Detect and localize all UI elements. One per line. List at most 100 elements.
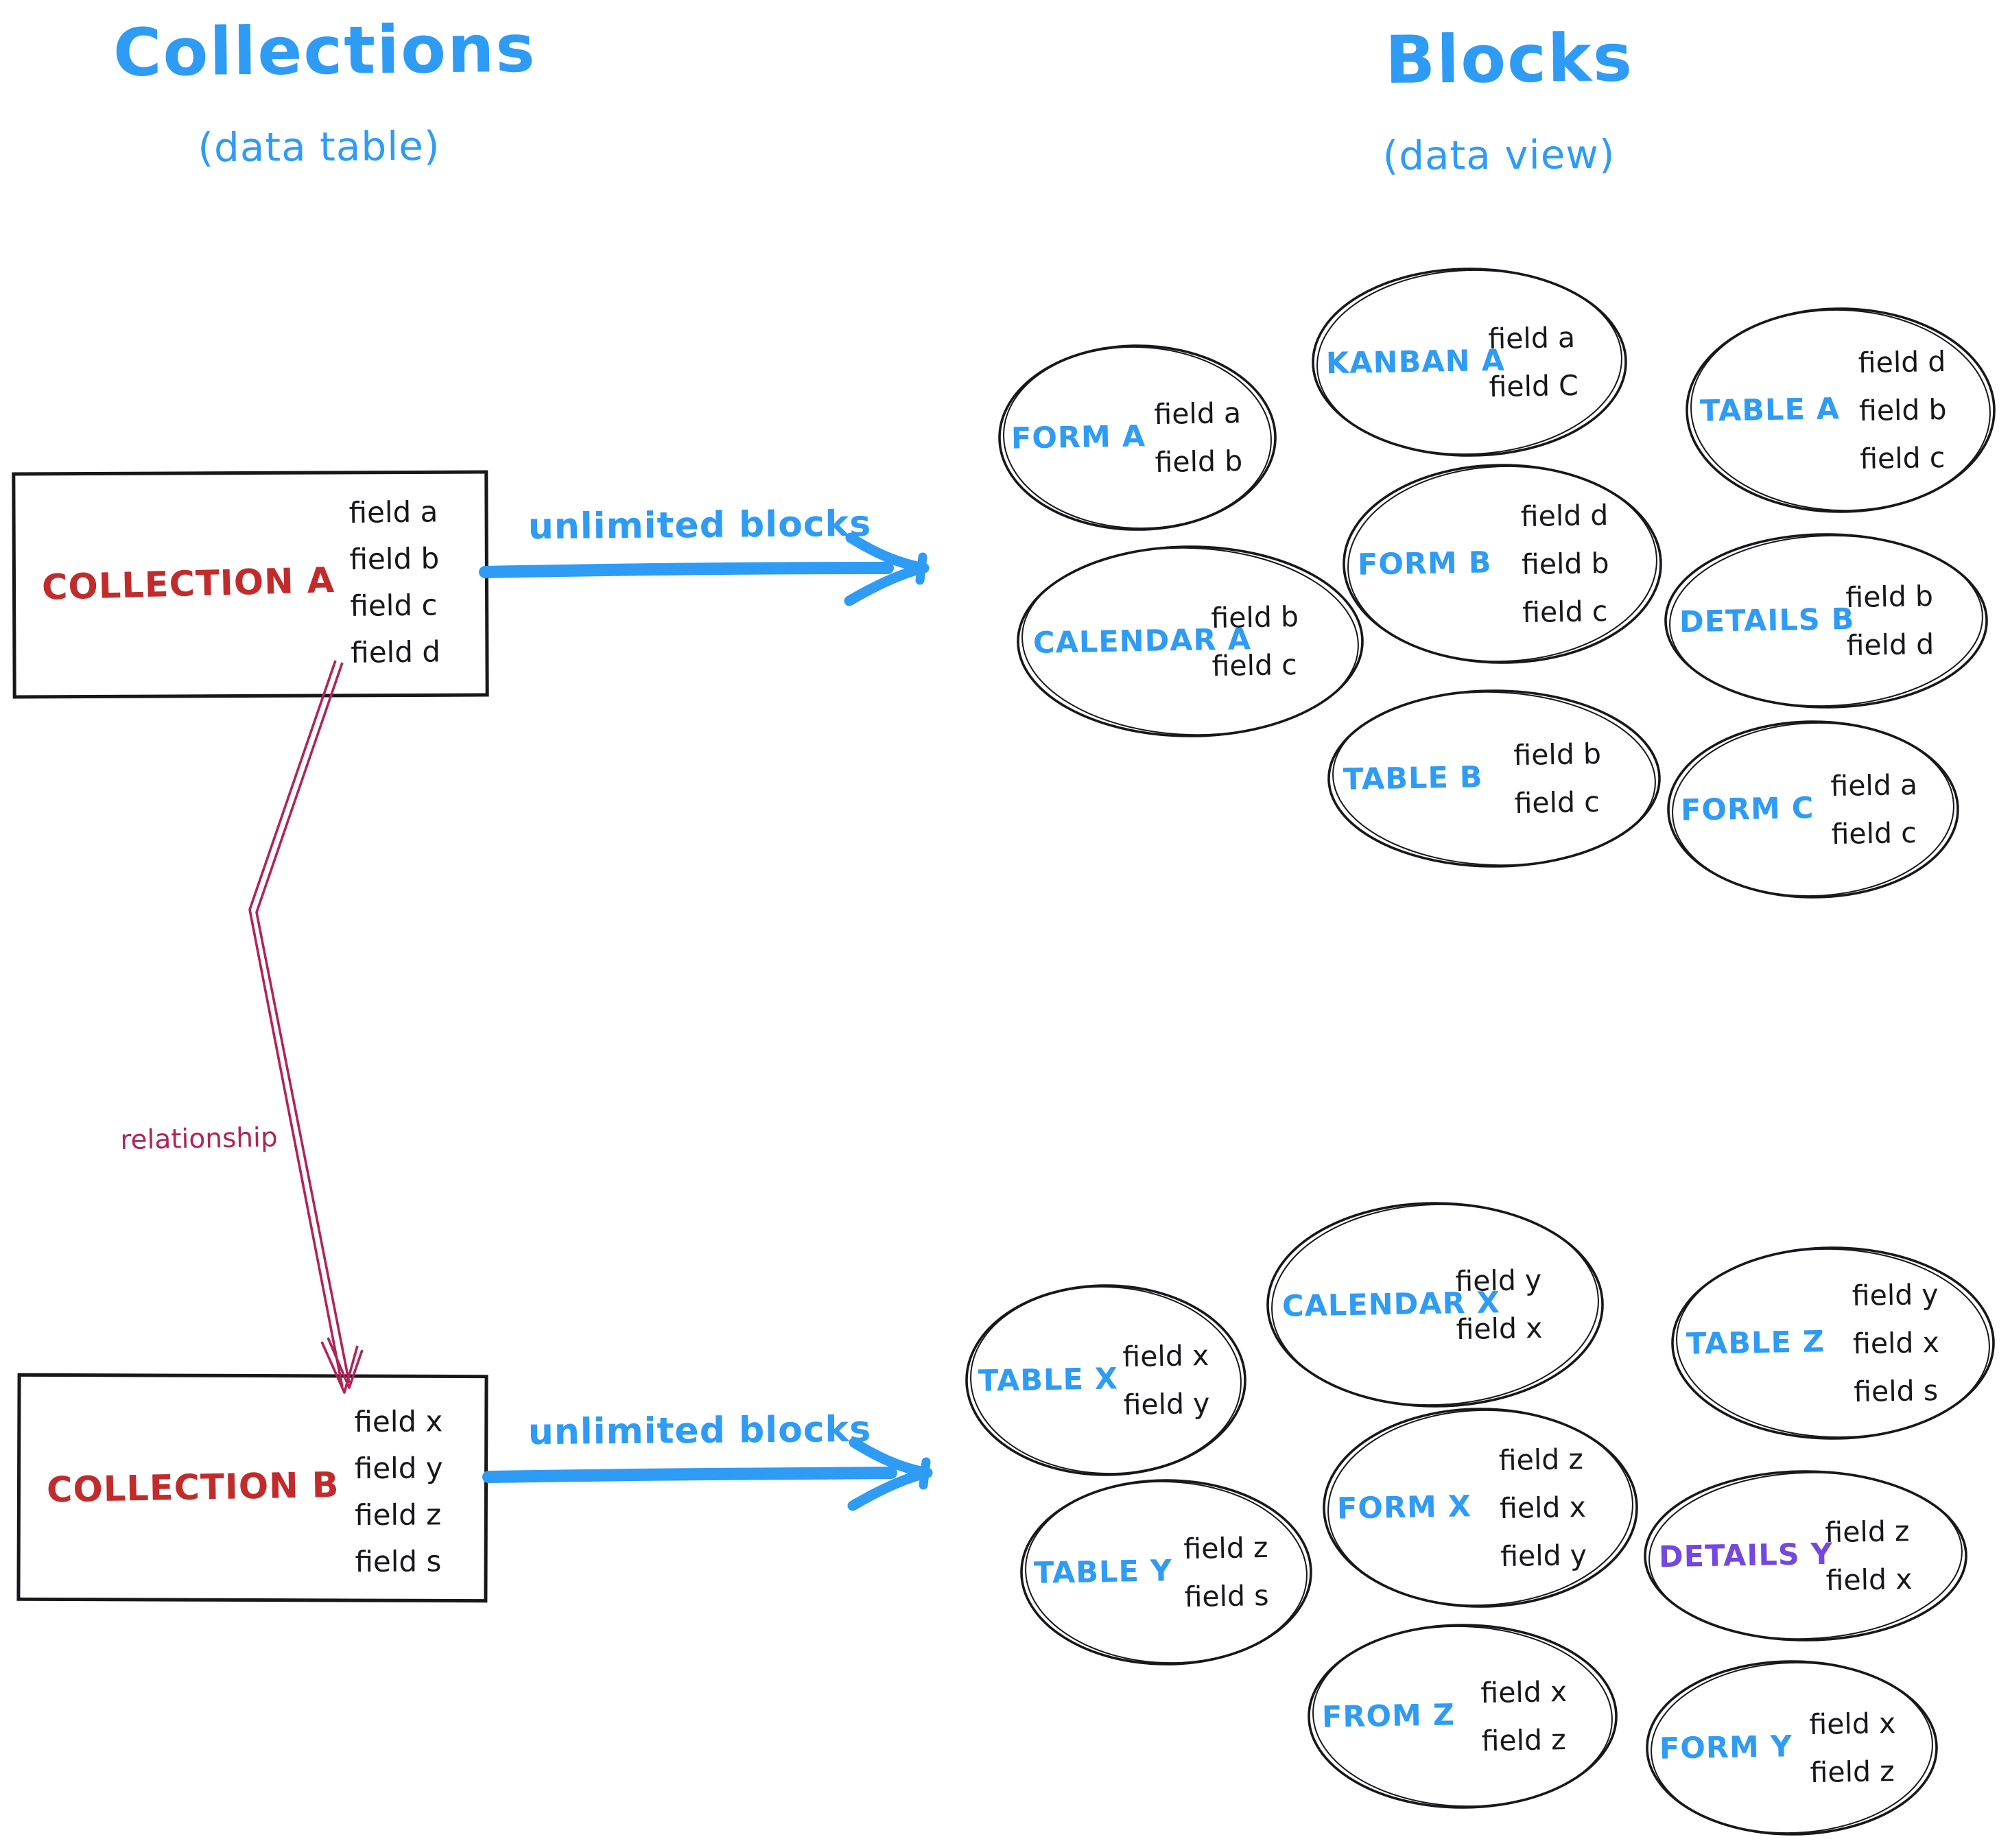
block-field: field a xyxy=(1153,396,1242,431)
block-ellipse-outline xyxy=(1667,720,1959,899)
block-fields: field b field c xyxy=(1210,593,1299,690)
block-field: field d xyxy=(1520,498,1609,534)
block-ellipse-outline xyxy=(1327,689,1661,868)
block-field: field a xyxy=(1487,320,1576,356)
block-ellipse-outline xyxy=(1323,1408,1638,1608)
block-title: DETAILS B xyxy=(1679,602,1855,640)
block-form-c: FORM C field a field c xyxy=(1666,719,1961,900)
block-form-x: FORM X field z field x field y xyxy=(1321,1406,1640,1609)
block-title: FROM Z xyxy=(1321,1698,1456,1735)
block-field: field y xyxy=(1454,1263,1542,1299)
block-field: field a xyxy=(1830,768,1918,803)
block-field: field z xyxy=(1498,1442,1584,1478)
block-title: KANBAN A xyxy=(1325,343,1506,381)
block-fields: field d field b field c xyxy=(1858,337,1948,483)
block-fields: field a field C xyxy=(1488,313,1579,411)
block-field: field x xyxy=(1122,1338,1209,1374)
block-field: field b xyxy=(1513,737,1602,772)
block-ellipse-outline xyxy=(965,1284,1246,1476)
block-fields: field z field x field y xyxy=(1498,1435,1587,1580)
block-ellipse-outline xyxy=(1308,1624,1618,1809)
block-form-b: FORM B field d field b field c xyxy=(1341,462,1664,665)
block-ellipse-outline xyxy=(1644,1470,1967,1642)
relationship-label: relationship xyxy=(119,1122,279,1156)
block-fields: field x field z xyxy=(1809,1699,1897,1797)
block-table-b: TABLE B field b field c xyxy=(1326,688,1662,869)
unlimited-blocks-label-top: unlimited blocks xyxy=(528,503,872,548)
block-ellipse-outline xyxy=(1266,1202,1604,1408)
block-field: field c xyxy=(1211,648,1297,683)
block-fields: field a field c xyxy=(1830,761,1919,858)
block-fields: field x field z xyxy=(1480,1668,1568,1765)
block-ellipse-outline xyxy=(1312,268,1627,457)
block-field: field y xyxy=(1500,1538,1587,1574)
block-field: field c xyxy=(1830,816,1917,851)
block-ellipse-outline xyxy=(1020,1479,1312,1666)
block-field: field x xyxy=(1852,1325,1939,1361)
block-title: FORM B xyxy=(1357,545,1492,582)
block-field: field b xyxy=(1210,600,1299,635)
block-fields: field z field x xyxy=(1824,1507,1913,1604)
block-ellipse-outline xyxy=(1343,464,1662,664)
block-ellipse-outline xyxy=(1664,533,1988,709)
block-field: field c xyxy=(1514,785,1600,820)
relationship-arrow xyxy=(248,660,364,1394)
block-title: TABLE A xyxy=(1699,392,1841,429)
block-field: field x xyxy=(1808,1706,1896,1742)
block-fields: field y field x xyxy=(1455,1256,1543,1353)
block-field: field b xyxy=(1858,392,1948,428)
block-field: field x xyxy=(1825,1562,1913,1598)
block-fields: field a field b xyxy=(1153,389,1243,486)
block-title: FORM C xyxy=(1680,791,1814,828)
block-field: field x xyxy=(1499,1490,1587,1526)
block-ellipse-outline xyxy=(1017,545,1364,737)
block-title: TABLE Z xyxy=(1686,1325,1825,1362)
unlimited-blocks-arrow-top xyxy=(479,532,930,606)
block-field: field x xyxy=(1480,1674,1568,1710)
block-fields: field b field c xyxy=(1513,730,1603,827)
block-ellipse-outline xyxy=(1671,1246,1995,1440)
block-field: field z xyxy=(1824,1514,1910,1550)
block-title: TABLE X xyxy=(978,1362,1119,1399)
block-field: field y xyxy=(1123,1386,1210,1422)
block-field: field z xyxy=(1809,1754,1895,1790)
block-fields: field x field y xyxy=(1122,1331,1210,1429)
block-field: field b xyxy=(1845,579,1933,615)
block-field: field z xyxy=(1481,1722,1567,1758)
block-title: FORM Y xyxy=(1659,1729,1793,1766)
block-field: field b xyxy=(1521,546,1610,582)
block-field: field s xyxy=(1853,1373,1939,1409)
block-title: TABLE Y xyxy=(1033,1554,1172,1591)
block-title: FORM A xyxy=(1010,419,1146,456)
block-table-a: TABLE A field d field b field c xyxy=(1684,306,1997,514)
block-title: FORM X xyxy=(1336,1489,1472,1526)
block-field: field C xyxy=(1489,368,1579,404)
block-form-y: FORM Y field x field z xyxy=(1644,1659,1939,1837)
block-field: field c xyxy=(1860,440,1946,476)
block-ellipse-outline xyxy=(1646,1660,1938,1836)
block-from-z: FROM Z field x field z xyxy=(1306,1622,1619,1810)
unlimited-blocks-label-bottom: unlimited blocks xyxy=(528,1408,872,1454)
block-fields: field b field d xyxy=(1845,572,1935,670)
block-field: field z xyxy=(1183,1530,1268,1566)
block-field: field x xyxy=(1455,1311,1543,1347)
block-title: TABLE B xyxy=(1343,760,1483,797)
block-field: field d xyxy=(1858,344,1947,380)
block-ellipse-outline xyxy=(998,344,1277,531)
block-title: DETAILS Y xyxy=(1658,1537,1834,1575)
block-field: field d xyxy=(1845,627,1935,663)
block-field: field b xyxy=(1154,444,1243,479)
block-field: field c xyxy=(1522,594,1608,630)
